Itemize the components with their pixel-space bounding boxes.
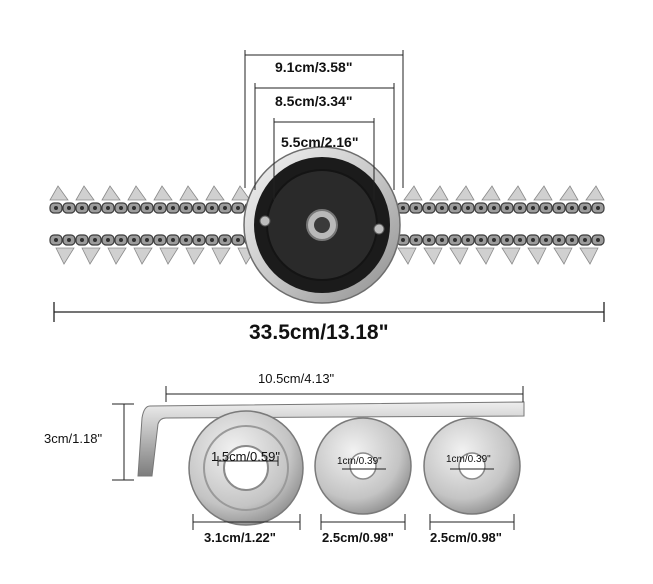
small-washer-icon: [423, 417, 521, 515]
small-washer-2-hole-label: 1cm/0.39": [446, 454, 491, 465]
saw-chain-right-icon: [396, 185, 605, 265]
trimmer-head-disc-icon: [243, 146, 401, 304]
washer-outer-lines: [192, 514, 515, 530]
small-washer-1-outer-label: 2.5cm/0.98": [322, 530, 394, 545]
wrench-dimension-lines: [112, 386, 524, 481]
inner-diameter-label: 5.5cm/2.16": [281, 134, 359, 150]
washer-hole-lines: [217, 456, 494, 470]
wrench-height-label: 3cm/1.18": [44, 431, 103, 446]
large-washer-hole-label: 1.5cm/0.59": [211, 449, 280, 464]
wrench-length-label: 10.5cm/4.13": [258, 371, 335, 386]
total-length-line: [53, 302, 605, 322]
small-washer-icon: [314, 417, 412, 515]
middle-diameter-label: 8.5cm/3.34": [275, 93, 353, 109]
head-dimension-lines: [244, 50, 404, 200]
small-washer-1-hole-label: 1cm/0.39": [337, 456, 382, 467]
saw-chain-left-icon: [49, 185, 258, 265]
outer-diameter-label: 9.1cm/3.58": [275, 59, 353, 75]
large-washer-outer-label: 3.1cm/1.22": [204, 530, 276, 545]
small-washer-2-outer-label: 2.5cm/0.98": [430, 530, 502, 545]
hex-key-wrench-icon: [137, 401, 525, 477]
total-length-label: 33.5cm/13.18": [249, 321, 389, 344]
large-washer-icon: [188, 410, 304, 526]
